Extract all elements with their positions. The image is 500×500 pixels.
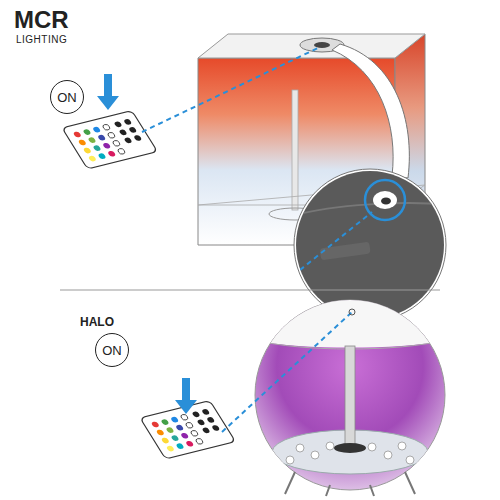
halo-column [345, 346, 355, 446]
on-button-circle: ON [50, 80, 84, 114]
section-title: MCR [14, 8, 69, 32]
press-arrow [97, 74, 119, 110]
halo-filter [334, 443, 366, 453]
section-subtitle: LIGHTING [16, 35, 67, 45]
sensor-highlight [365, 180, 405, 220]
sensor-eye [381, 198, 391, 205]
divider [60, 289, 440, 290]
halo-legs [285, 472, 415, 496]
button-label: ON [57, 90, 77, 105]
tank-column [292, 90, 298, 210]
ir-signal [142, 48, 318, 132]
sensor [314, 42, 330, 48]
ir-signal [222, 312, 352, 432]
on-button-circle: ON [95, 333, 129, 367]
halo-sensor [349, 309, 355, 315]
tank-top [198, 34, 425, 58]
remote-control [62, 111, 157, 169]
section-title: HALO [80, 316, 114, 328]
press-arrow [175, 378, 197, 414]
sensor-window [373, 191, 397, 209]
button-label: ON [102, 343, 122, 358]
zoom-leader [332, 44, 409, 178]
